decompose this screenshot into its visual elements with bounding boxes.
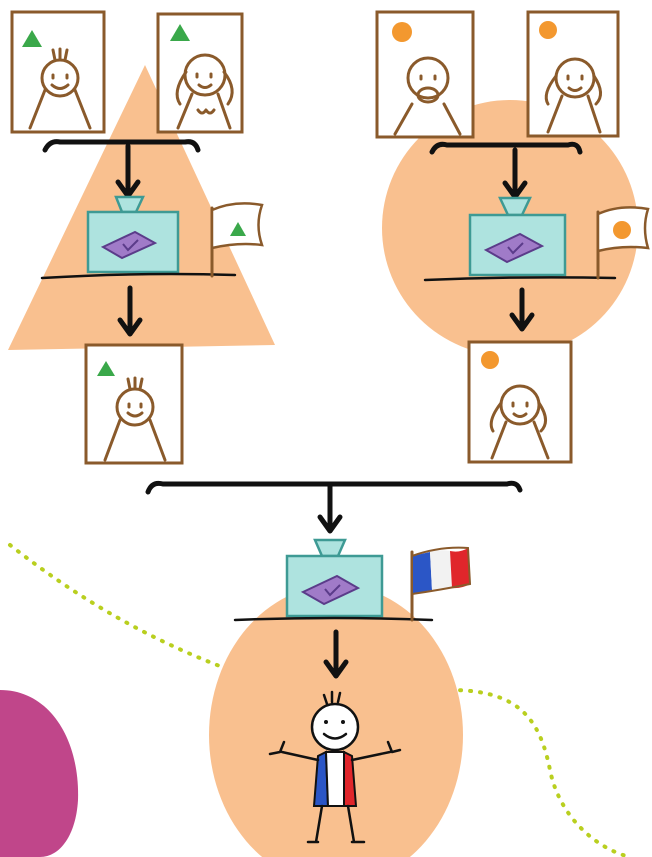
triangle-marker-icon — [170, 24, 190, 41]
ballot-box-national — [285, 538, 384, 618]
ballot-box-left — [86, 195, 180, 274]
portrait-woman-triangle-top — [156, 12, 244, 134]
arrow-left-2 — [117, 285, 143, 337]
triangle-marker-icon — [22, 30, 42, 47]
triangle-marker-icon — [97, 361, 115, 376]
arrow-merge — [317, 482, 343, 534]
circle-marker-icon — [392, 22, 412, 42]
circle-marker-icon — [481, 351, 499, 369]
portrait-man-triangle-winner — [84, 343, 184, 465]
arrow-national — [323, 629, 349, 679]
circle-marker-icon — [539, 21, 557, 39]
table-line-national — [233, 616, 434, 622]
portrait-woman-circle-top — [526, 10, 620, 138]
dotted-path-left — [8, 543, 232, 672]
triangle-group-shape — [8, 65, 275, 350]
portrait-man-triangle-top — [10, 10, 106, 134]
bracket-right-top — [429, 141, 583, 155]
bracket-left-top — [42, 139, 201, 153]
triangle-marker-icon — [230, 222, 246, 236]
flag-circle — [596, 206, 650, 280]
portrait-woman-circle-winner — [467, 340, 573, 464]
dotted-path-right — [448, 688, 632, 857]
arrow-right-2 — [509, 287, 535, 332]
flag-france — [410, 546, 472, 622]
flag-triangle — [210, 202, 264, 278]
ballot-box-right — [468, 196, 567, 277]
table-line-right — [423, 276, 617, 282]
magenta-blob — [0, 690, 79, 857]
circle-marker-icon — [613, 221, 631, 239]
bracket-bottom — [145, 480, 523, 495]
citizen-figure — [268, 690, 402, 844]
portrait-man-circle-top — [375, 10, 475, 139]
